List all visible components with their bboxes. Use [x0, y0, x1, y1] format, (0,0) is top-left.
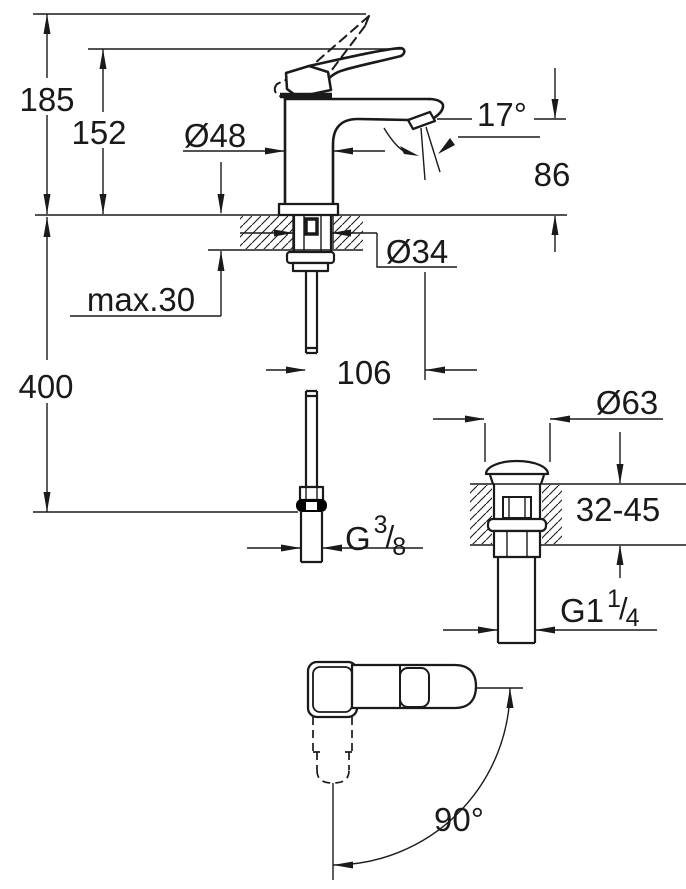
hidden-body-dashed	[312, 717, 353, 784]
base-plate	[277, 202, 340, 217]
dimension-90deg: 90°	[434, 801, 484, 838]
supply-hose	[296, 271, 327, 564]
label-deck-range: 32-45	[576, 491, 660, 528]
handle-blade-top	[350, 663, 478, 710]
dimension-max30: max.30	[70, 162, 225, 318]
waste-body-window	[502, 496, 532, 519]
dimension-152: 152	[71, 49, 127, 214]
spout-nose	[427, 97, 445, 120]
reference-lines	[33, 13, 686, 546]
swing-arc	[332, 687, 511, 866]
dimension-86: 86	[534, 68, 571, 252]
label-max-deck: max.30	[87, 281, 195, 318]
label-hole-diameter: Ø34	[386, 233, 448, 270]
label-swing-angle: 90°	[434, 801, 484, 838]
waste-drain-view	[470, 459, 562, 645]
label-lever-height: 152	[71, 114, 126, 151]
label-total-height: 185	[19, 81, 74, 118]
dimension-32-45: 32-45	[576, 432, 660, 578]
dimension-400: 400	[18, 217, 74, 512]
handle-boss-top	[306, 660, 359, 719]
aerator	[406, 110, 437, 131]
label-supply-depth: 400	[18, 368, 73, 405]
lever-handle	[280, 46, 406, 99]
waste-tailpipe	[496, 557, 537, 645]
hose-fitting	[298, 485, 325, 502]
waste-flange	[486, 517, 548, 533]
waste-cap	[484, 459, 550, 476]
label-waste-flange: Ø63	[596, 384, 658, 421]
dimension-o34: Ø34	[240, 229, 457, 270]
mounting-shank	[285, 216, 336, 273]
handle-top-view	[306, 660, 523, 880]
mounting-nut	[285, 250, 336, 265]
dimension-o63: Ø63	[433, 384, 663, 462]
dimension-o48: Ø48	[183, 117, 385, 155]
supply-nipple	[299, 512, 324, 564]
dimension-185: 185	[19, 14, 75, 214]
lever-boss	[284, 64, 333, 99]
faucet-body	[277, 97, 445, 217]
pull-rod	[304, 217, 319, 236]
stream-lines	[383, 126, 455, 181]
dimension-17deg: 17°	[437, 96, 566, 138]
waste-hex	[492, 529, 542, 559]
label-spout-angle: 17°	[477, 96, 527, 133]
label-spout-height: 86	[534, 156, 571, 193]
dimension-106: 106	[266, 272, 477, 391]
faucet-side-view	[273, 15, 455, 564]
label-spout-reach: 106	[336, 354, 391, 391]
label-body-diameter: Ø48	[184, 117, 246, 154]
